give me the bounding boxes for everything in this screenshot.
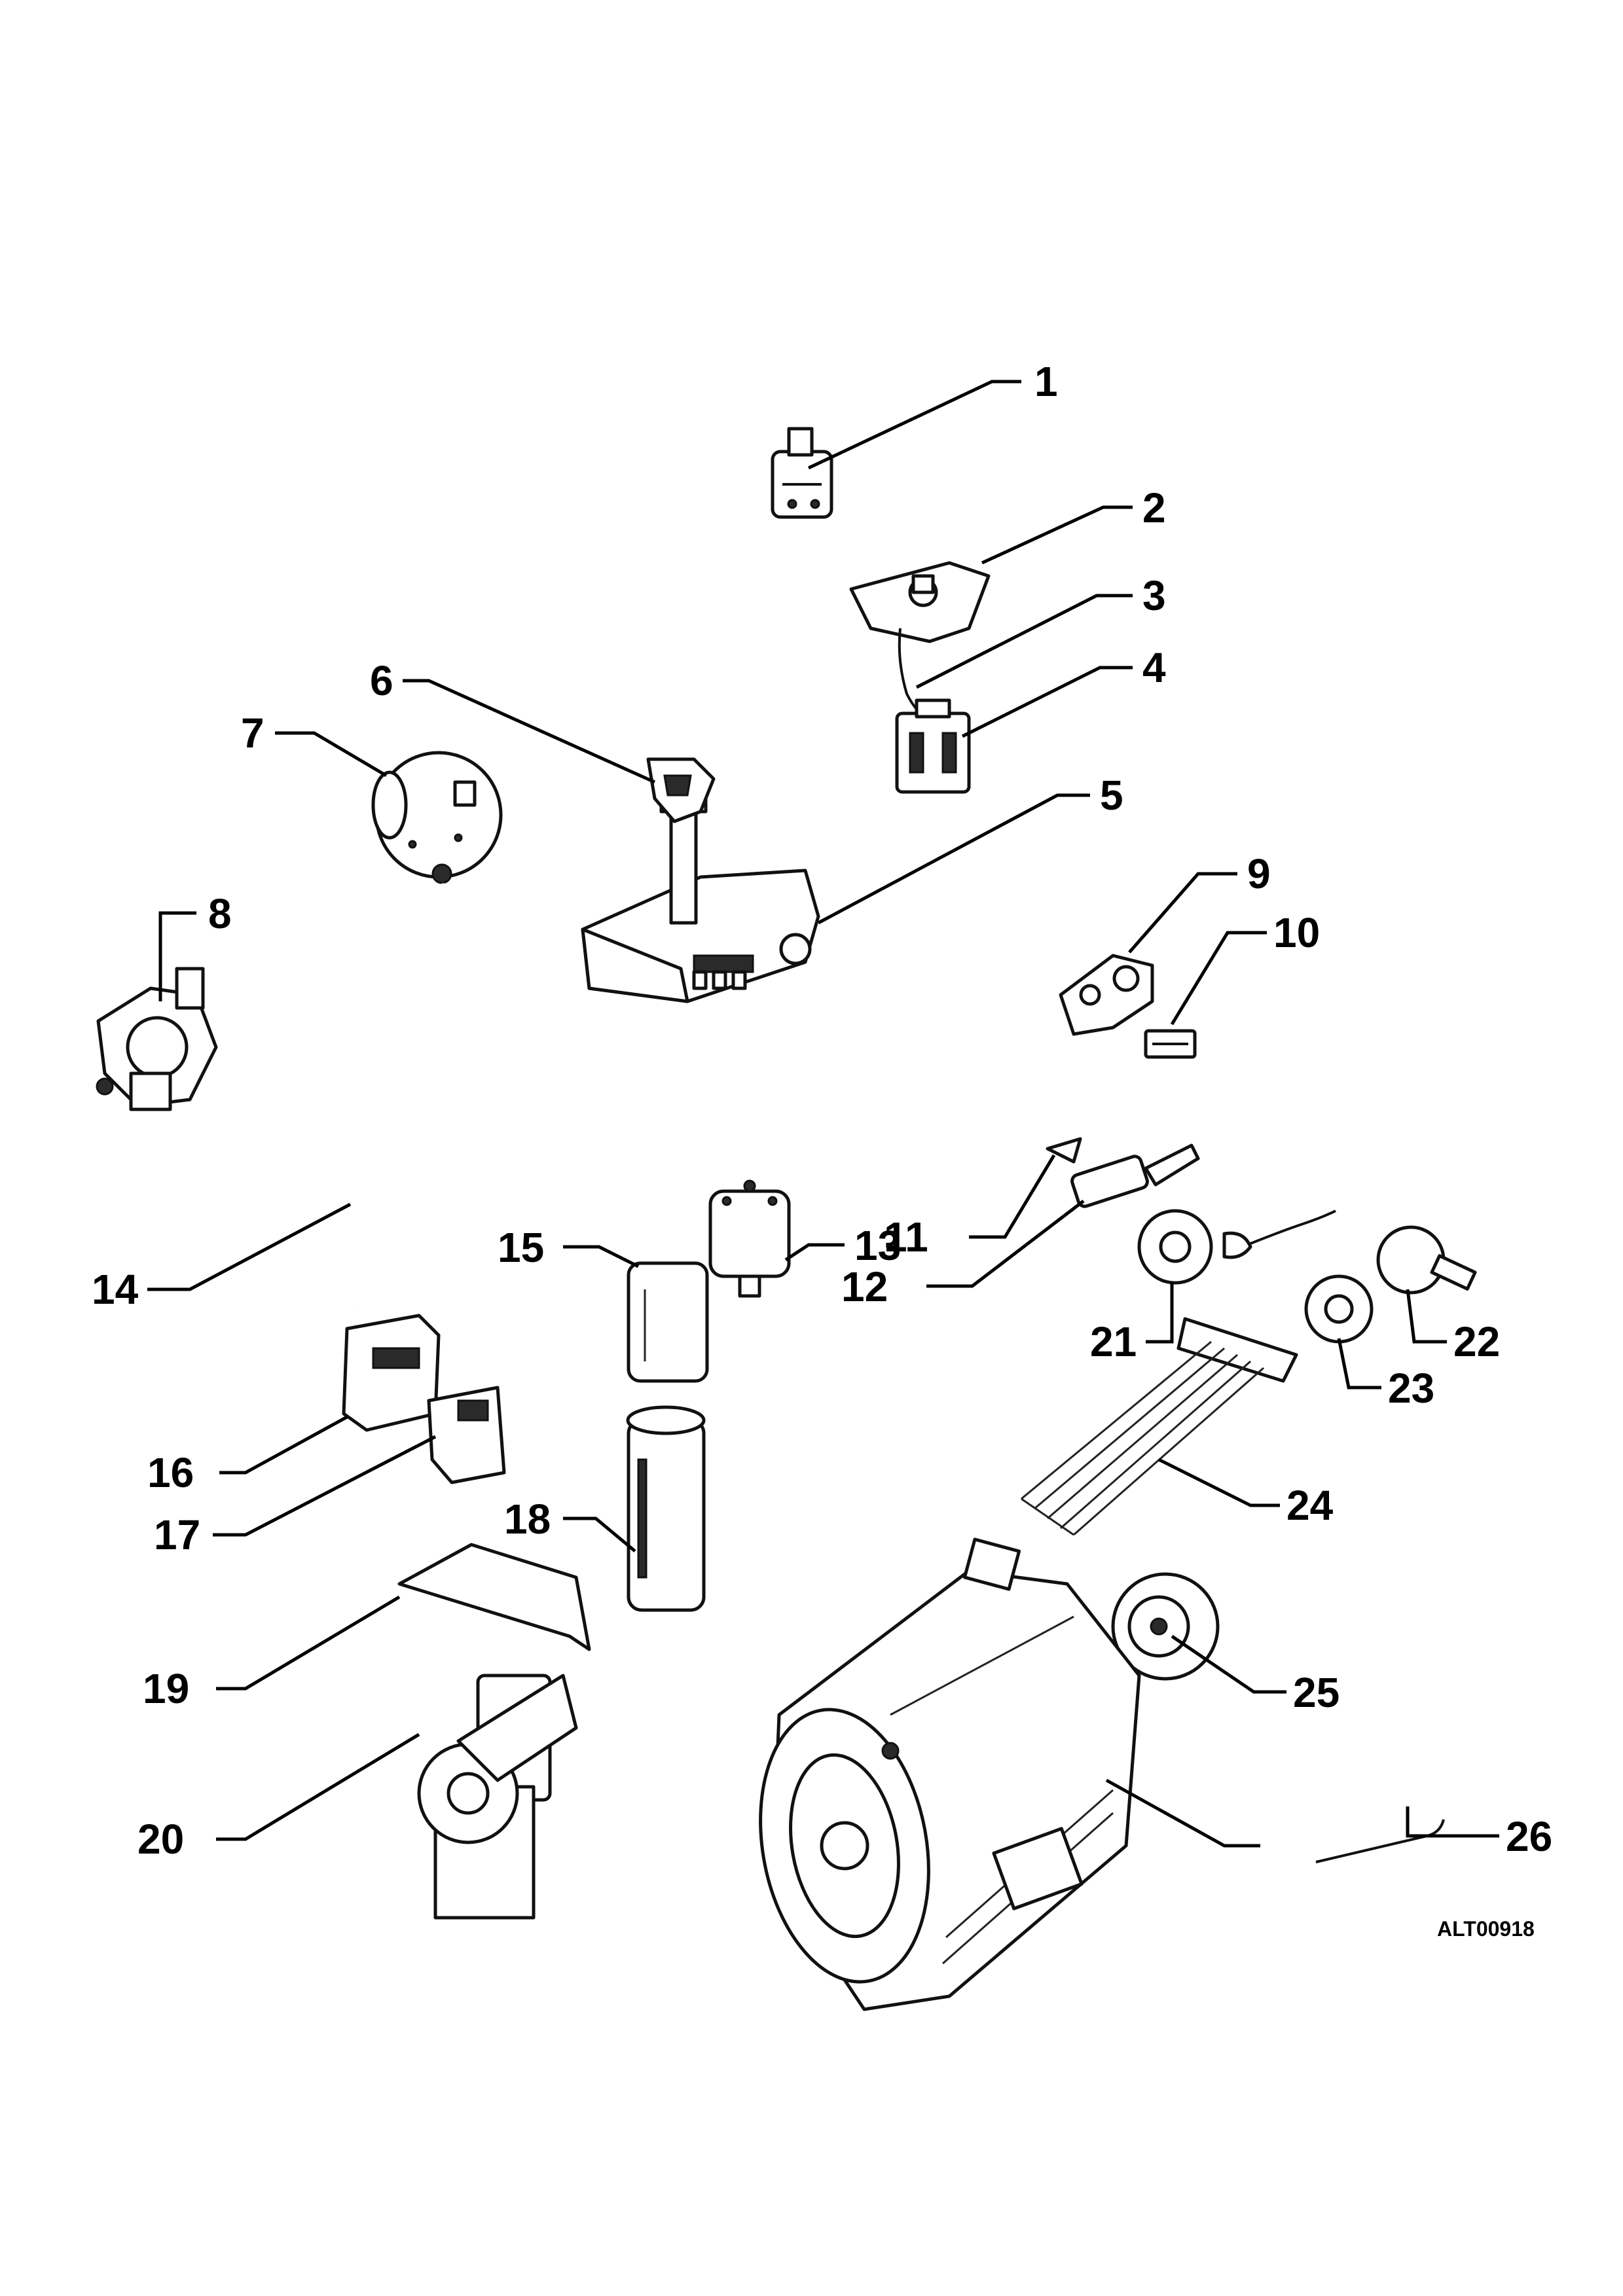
callout-14: 14 (92, 1266, 139, 1313)
part-21-bearing (1137, 1209, 1213, 1285)
leader-24 (1158, 1458, 1280, 1507)
part-12-suppressor (1070, 1143, 1200, 1208)
part-4-relay (895, 698, 971, 794)
callout-25: 25 (1293, 1669, 1340, 1716)
callout-16: 16 (147, 1449, 194, 1496)
part-11-bracket (1046, 1137, 1082, 1164)
part-5-timer (581, 790, 820, 1003)
part-17-filter-bracket (427, 1386, 506, 1484)
callout-1: 1 (1034, 358, 1058, 405)
callout-24: 24 (1286, 1482, 1334, 1529)
leader-16 (219, 1415, 348, 1475)
part-19-pump-cover (397, 1543, 591, 1651)
part-7-timer-motor (371, 751, 503, 884)
part-18-run-capacitor (626, 1405, 706, 1612)
part-9-door-lock (1059, 954, 1154, 1036)
leader-8 (158, 911, 196, 1001)
part-2-switch-cover (849, 561, 991, 643)
part-26-belt (1315, 1819, 1445, 1863)
callout-21: 21 (1090, 1318, 1137, 1365)
leader-25 (1171, 1634, 1286, 1694)
callout-2: 2 (1142, 484, 1166, 531)
callout-labels: 1 2 3 4 5 6 7 8 9 10 11 12 13 14 15 16 1… (92, 358, 1552, 1863)
callout-19: 19 (143, 1665, 189, 1712)
leader-2 (981, 505, 1133, 565)
leader-17 (213, 1435, 437, 1537)
callout-22: 22 (1453, 1318, 1500, 1365)
leader-18 (563, 1516, 636, 1552)
part-16-filter-box (342, 1314, 441, 1432)
callout-9: 9 (1247, 850, 1271, 897)
part-25-motor-pulley (1111, 1572, 1220, 1681)
leader-21 (1146, 1283, 1174, 1344)
leader-9 (1128, 872, 1237, 954)
part-6-knob (646, 757, 716, 823)
callout-23: 23 (1388, 1365, 1434, 1412)
leader-22 (1406, 1289, 1447, 1344)
callout-10: 10 (1273, 909, 1320, 956)
leader-6 (403, 679, 656, 784)
leader-26 (1406, 1806, 1499, 1838)
part-13-capacitor-small (708, 1179, 791, 1298)
leader-lines (147, 380, 1499, 1848)
callout-7: 7 (241, 709, 264, 757)
callout-4: 4 (1142, 644, 1166, 691)
leader-12 (926, 1200, 1085, 1288)
callout-6: 6 (370, 657, 393, 704)
leader-20 (216, 1732, 420, 1841)
callout-15: 15 (498, 1224, 544, 1271)
part-1-pressure-switch (771, 427, 833, 519)
reference-code: ALT00918 (1437, 1917, 1535, 1941)
callout-18: 18 (504, 1496, 551, 1543)
leader-7 (275, 731, 388, 778)
callout-8: 8 (208, 890, 232, 937)
leader-15 (563, 1245, 640, 1268)
leader-11 (969, 1154, 1056, 1239)
callout-13: 13 (854, 1222, 901, 1269)
callout-12: 12 (841, 1263, 888, 1310)
callout-11: 11 (884, 1213, 928, 1261)
part-8-inlet-valve (96, 967, 218, 1111)
part-14-hose (349, 883, 455, 1310)
leader-19 (216, 1595, 401, 1691)
leader-1 (807, 380, 1021, 470)
leader-26b (1105, 1778, 1260, 1848)
leader-14 (147, 1202, 352, 1291)
leader-5 (817, 793, 1090, 925)
part-cable-plug (1222, 1210, 1336, 1259)
callout-20: 20 (137, 1816, 184, 1863)
part-15-capacitor (627, 1261, 709, 1383)
leader-13 (784, 1243, 845, 1262)
leader-10 (1170, 931, 1267, 1026)
part-10-connector (1144, 1029, 1197, 1059)
part-24-heating-element (1021, 1317, 1298, 1536)
leader-3 (915, 594, 1133, 689)
part-26-motor (759, 1537, 1141, 2011)
callout-5: 5 (1100, 772, 1123, 819)
part-20-drain-pump (417, 1674, 578, 1920)
part-22-small-motor (1376, 1225, 1477, 1295)
callout-17: 17 (154, 1511, 200, 1558)
leader-4 (961, 666, 1133, 738)
part-23-pulley (1304, 1274, 1374, 1344)
leader-23 (1337, 1338, 1381, 1390)
callout-26: 26 (1506, 1813, 1552, 1860)
callout-3: 3 (1142, 572, 1166, 619)
